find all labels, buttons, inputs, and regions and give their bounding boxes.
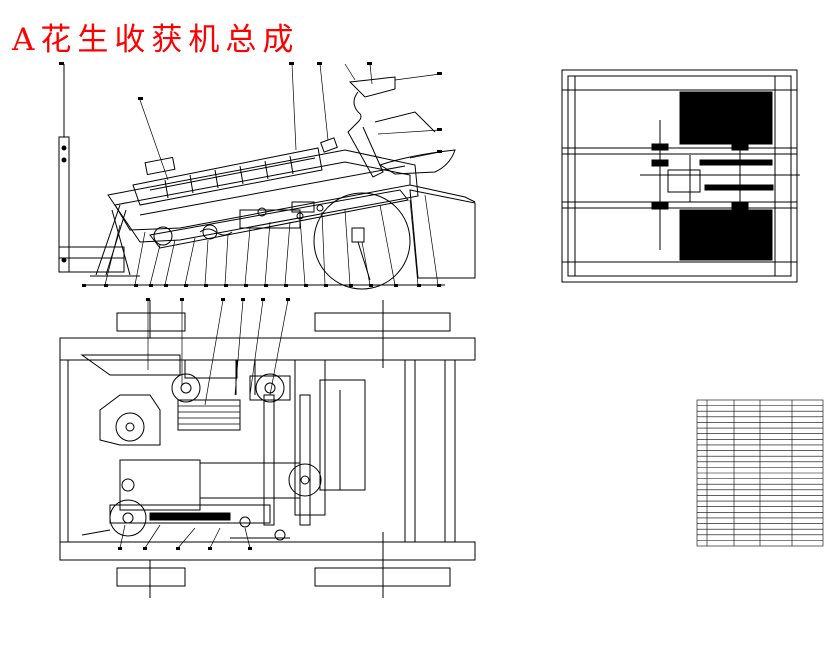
right-pulley bbox=[288, 463, 322, 497]
plan-top-rail bbox=[59, 337, 476, 361]
lower-band bbox=[149, 189, 409, 249]
base-beam bbox=[58, 246, 125, 273]
plan-leader-lines bbox=[119, 299, 289, 549]
gear-case bbox=[119, 459, 201, 511]
wheel-top-left bbox=[116, 312, 186, 332]
drum-upper bbox=[679, 91, 773, 145]
plan-bottom-rail bbox=[59, 541, 476, 561]
parts-table bbox=[696, 399, 824, 547]
leader-tags bbox=[59, 62, 442, 287]
plan-view bbox=[59, 298, 476, 598]
vertical-shaft-2 bbox=[299, 394, 311, 526]
side-frame bbox=[561, 69, 798, 283]
seat bbox=[348, 76, 396, 98]
idler-pulley bbox=[255, 373, 285, 403]
lower-pulley bbox=[109, 499, 147, 537]
wheel-hub bbox=[351, 227, 365, 243]
vertical-shaft-1 bbox=[263, 394, 275, 526]
seat-post bbox=[347, 91, 384, 178]
front-roller bbox=[153, 226, 173, 246]
plan-leader-tags bbox=[118, 298, 290, 550]
drum-lower bbox=[679, 209, 773, 261]
large-wheel bbox=[313, 192, 411, 290]
hopper-block bbox=[132, 147, 323, 206]
top-plate bbox=[144, 156, 176, 176]
drawing-title: A花生收获机总成 bbox=[12, 22, 300, 58]
shaft-gear bbox=[699, 159, 773, 166]
feed-chute bbox=[80, 354, 181, 376]
rear-hook bbox=[378, 149, 456, 175]
main-body bbox=[107, 149, 419, 243]
leader-lines bbox=[104, 63, 441, 286]
front-elevation-view bbox=[58, 62, 476, 290]
side-view bbox=[561, 69, 800, 283]
thresher-drum bbox=[99, 394, 161, 446]
drive-pulley bbox=[171, 373, 201, 403]
wheel-bottom-left bbox=[116, 567, 186, 587]
rear-box bbox=[409, 189, 476, 279]
segmented-tray bbox=[164, 155, 294, 199]
frame-post bbox=[58, 136, 70, 273]
sieve-box bbox=[177, 399, 241, 431]
